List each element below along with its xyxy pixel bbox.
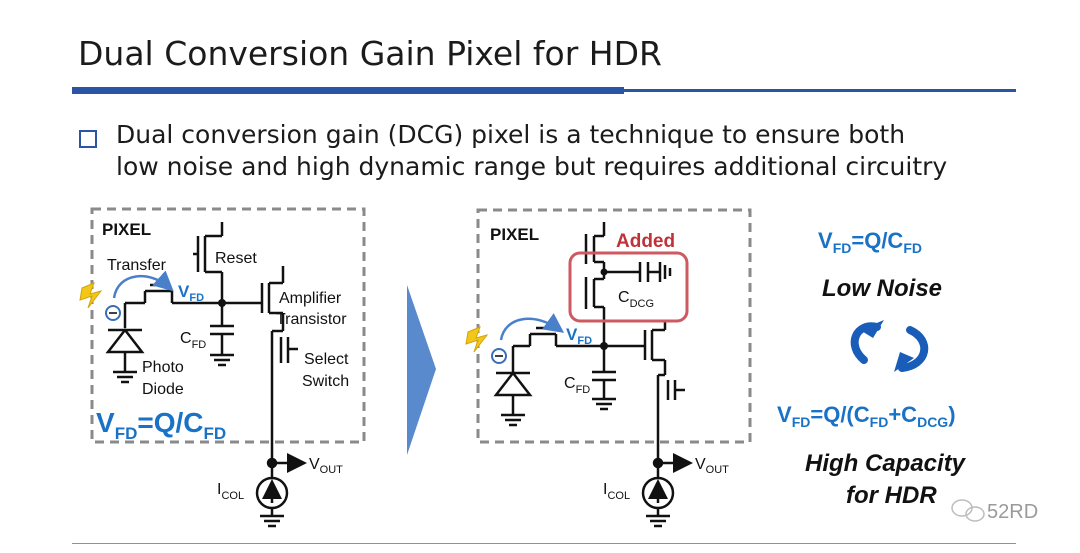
left-cfd-label: CFD — [180, 330, 206, 351]
left-transfer-label: Transfer — [107, 257, 167, 274]
right-fd-node — [600, 342, 608, 350]
cycle-arrow-right-icon — [898, 326, 929, 372]
left-pixel-label: PIXEL — [102, 220, 151, 239]
right-vout-label: VOUT — [695, 456, 729, 476]
left-light-icon — [79, 282, 103, 309]
page-title: Dual Conversion Gain Pixel for HDR — [78, 34, 662, 73]
right-icol-label: ICOL — [603, 481, 630, 502]
right-transfer-arrow — [499, 313, 565, 341]
left-equation: VFD=Q/CFD — [96, 407, 226, 443]
bottom-rule — [72, 543, 1016, 544]
eq1-label: VFD=Q/CFD — [818, 228, 922, 256]
left-vout-label: VOUT — [309, 456, 343, 476]
added-highlight-box — [568, 251, 689, 323]
right-light-icon — [465, 326, 489, 353]
right-cfd-label: CFD — [564, 375, 590, 396]
left-vfd-label: VFD — [178, 282, 204, 304]
cdcg-label: CDCG — [618, 289, 654, 310]
watermark-icon — [951, 499, 985, 522]
eq2-label: VFD=Q/(CFD+CDCG) — [777, 402, 956, 430]
right-pixel-label: PIXEL — [490, 225, 539, 244]
left-select-line1: Select — [304, 351, 349, 368]
left-reset-label: Reset — [215, 250, 257, 267]
left-amp-line1: Amplifier — [279, 290, 342, 307]
title-underline — [72, 87, 624, 94]
right-pixel-box — [476, 208, 752, 444]
left-fd-node — [218, 299, 226, 307]
left-photo-line2: Diode — [142, 381, 184, 398]
right-pixel-circuit — [476, 208, 752, 528]
left-amp-line2: Transistor — [276, 311, 347, 328]
left-transfer-arrow — [112, 270, 174, 299]
high-capacity-line1: High Capacity — [805, 450, 967, 477]
title-underline-thin — [624, 89, 1016, 92]
right-vfd-label: VFD — [566, 325, 592, 347]
watermark-text: 52RD — [987, 501, 1038, 523]
low-noise-label: Low Noise — [822, 275, 942, 302]
bullet-square-icon — [79, 130, 97, 148]
transition-arrow-icon — [407, 285, 436, 455]
high-capacity-line2: for HDR — [846, 482, 937, 509]
bullet-line-1: Dual conversion gain (DCG) pixel is a te… — [116, 120, 906, 149]
left-icol-label: ICOL — [217, 481, 244, 502]
left-photo-line1: Photo — [142, 359, 184, 376]
left-select-line2: Switch — [302, 373, 349, 390]
added-label: Added — [616, 231, 675, 252]
bullet-line-2: low noise and high dynamic range but req… — [116, 152, 948, 181]
left-pixel-box — [90, 207, 366, 444]
